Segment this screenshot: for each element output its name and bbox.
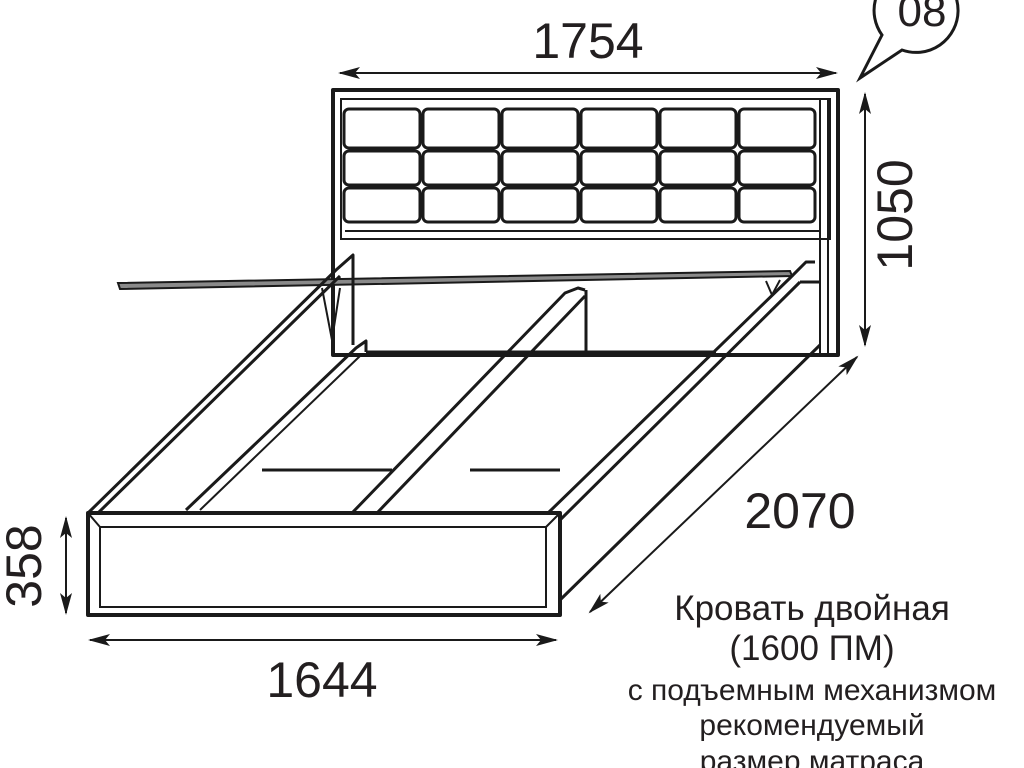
- headboard-cushion: [579, 149, 659, 187]
- headboard-cushion: [658, 149, 738, 187]
- headboard-cushion: [500, 107, 580, 150]
- dim-width-bottom: 1644: [266, 652, 377, 708]
- headboard-cushion: [579, 186, 659, 224]
- headboard-cushion: [421, 149, 501, 187]
- dim-height: 1050: [867, 159, 923, 270]
- headboard-cushion: [579, 107, 659, 150]
- headboard-cushion: [500, 149, 580, 187]
- caption-line-4: рекомендуемый: [699, 709, 924, 742]
- dim-base-height: 358: [0, 524, 52, 607]
- item-number: 08: [898, 0, 947, 36]
- dim-line-length: [588, 355, 859, 614]
- item-number-callout: 08: [856, 0, 960, 83]
- headboard-cushion: [342, 107, 422, 150]
- dim-width-top: 1754: [532, 13, 643, 69]
- caption-line-1: Кровать двойная: [674, 589, 950, 628]
- headboard-cushion: [342, 149, 422, 187]
- caption-line-2: (1600 ПМ): [729, 629, 894, 668]
- headboard-cushion: [658, 107, 738, 150]
- headboard-cushion: [658, 186, 738, 224]
- headboard: [331, 88, 840, 357]
- headboard-cushion: [421, 186, 501, 224]
- bed-base: [86, 253, 822, 617]
- lift-mechanism: [321, 287, 341, 341]
- tufted-panel: [342, 107, 817, 224]
- headboard-cushion: [500, 186, 580, 224]
- caption: Кровать двойная (1600 ПМ) с подъемным ме…: [628, 589, 997, 768]
- headboard-cushion: [737, 107, 817, 150]
- caption-line-5: размер матраса: [700, 745, 925, 768]
- headboard-cushion: [342, 186, 422, 224]
- headboard-cushion: [737, 149, 817, 187]
- headboard-cushion: [421, 107, 501, 150]
- lifted-lid: [116, 269, 794, 291]
- headboard-cushion: [737, 186, 817, 224]
- dim-length: 2070: [744, 483, 855, 539]
- caption-line-3: с подъемным механизмом: [628, 674, 997, 707]
